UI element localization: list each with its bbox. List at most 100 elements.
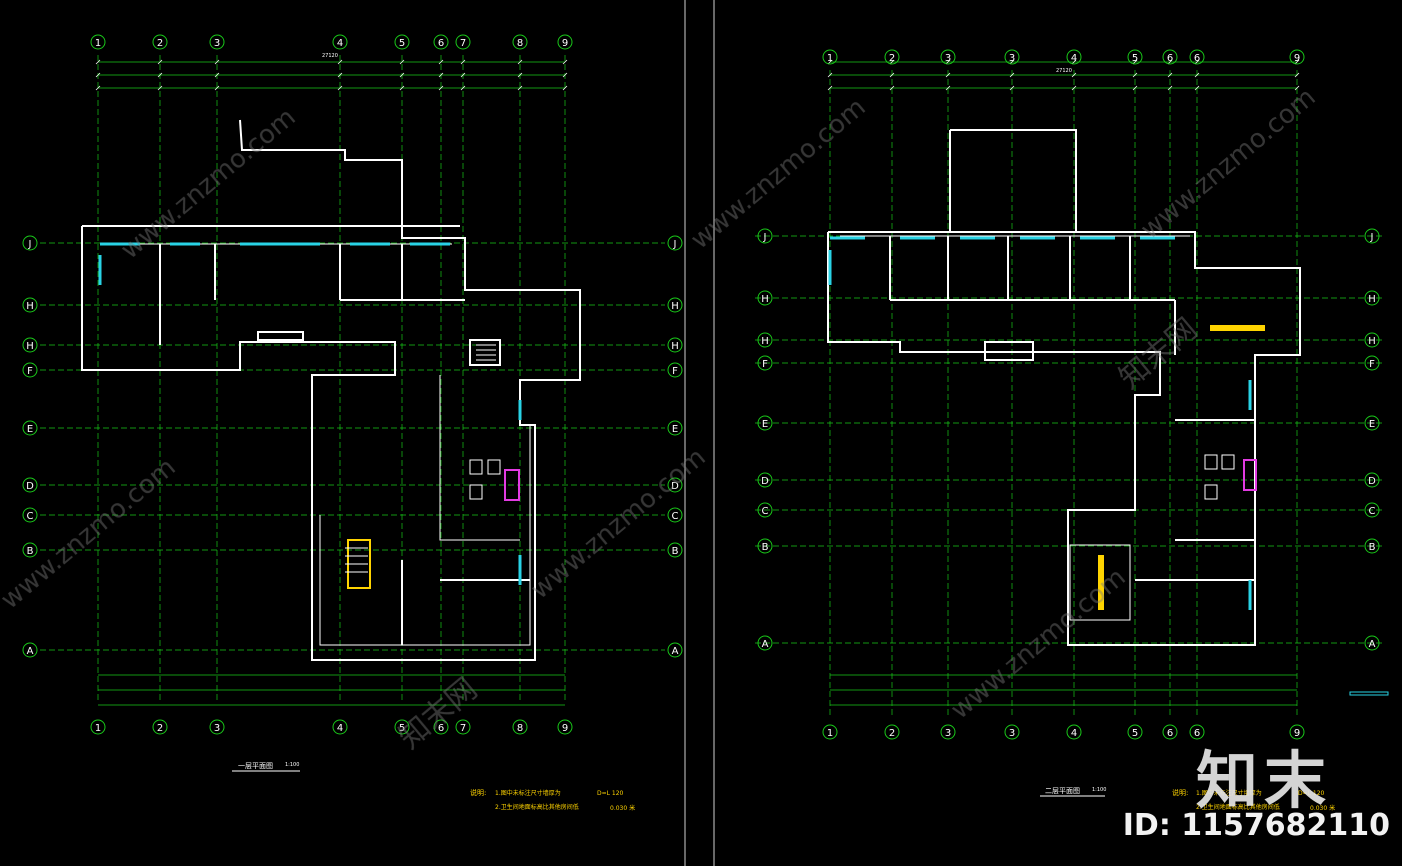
axis-label: 3 (1009, 728, 1015, 739)
axis-bubble (22, 642, 38, 658)
axis-label: H (1368, 294, 1376, 305)
axis-label: 2 (889, 728, 895, 739)
axis-label: 4 (1071, 728, 1077, 739)
axis-label: 2 (157, 723, 163, 734)
axis-label: H (26, 301, 34, 312)
left-windows (98, 242, 522, 585)
left-note-value-1: D=L 120 (597, 790, 624, 797)
axis-label: H (671, 341, 679, 352)
axis-bubble (1364, 538, 1380, 554)
axis-bubble (667, 507, 683, 523)
axis-bubble (884, 724, 900, 740)
axis-label: C (672, 511, 679, 522)
axis-bubble (22, 477, 38, 493)
axis-label: 7 (460, 723, 466, 734)
axis-bubble (22, 337, 38, 353)
axis-bubble (557, 34, 573, 50)
axis-label: E (762, 419, 768, 430)
axis-label: 4 (337, 723, 343, 734)
axis-bubble (1004, 49, 1020, 65)
axis-label: 8 (517, 38, 523, 49)
axis-bubble (1364, 502, 1380, 518)
axis-bubble (209, 34, 225, 50)
axis-label: 3 (214, 723, 220, 734)
axis-label: F (1369, 359, 1375, 370)
axis-label: J (763, 232, 767, 243)
axis-bubble (22, 297, 38, 313)
axis-bubble (209, 719, 225, 735)
axis-label: H (26, 341, 34, 352)
left-plan-title: 一层平面图 (238, 762, 273, 770)
axis-label: 1 (95, 38, 101, 49)
axis-bubble (1189, 724, 1205, 740)
axis-bubble (1162, 724, 1178, 740)
axis-label: A (762, 639, 769, 650)
axis-bubble (757, 472, 773, 488)
watermarks: www.znzmo.com www.znzmo.com www.znzmo.co… (0, 82, 1322, 756)
axis-label: 4 (1071, 53, 1077, 64)
right-note-2: 2.卫生间地面标高比其他房间低 (1196, 803, 1280, 811)
axis-label: A (1369, 639, 1376, 650)
axis-bubble (940, 49, 956, 65)
axis-bubble (152, 34, 168, 50)
axis-label: F (762, 359, 768, 370)
axis-label: D (1368, 476, 1376, 487)
left-plan-scale: 1:100 (285, 762, 299, 768)
axis-label: B (762, 542, 769, 553)
right-notes-label: 说明: (1172, 788, 1188, 797)
axis-bubble (22, 542, 38, 558)
axis-bubble (1364, 355, 1380, 371)
axis-label: 9 (1294, 728, 1300, 739)
axis-bubble (1364, 332, 1380, 348)
right-windows (828, 236, 1252, 610)
axis-bubble (1364, 228, 1380, 244)
axis-bubble (940, 724, 956, 740)
axis-label: 3 (945, 53, 951, 64)
axis-label: E (1369, 419, 1375, 430)
axis-bubble (757, 538, 773, 554)
axis-bubble (757, 332, 773, 348)
axis-bubble (757, 415, 773, 431)
axis-label: J (1370, 232, 1374, 243)
axis-label: 2 (889, 53, 895, 64)
axis-label: 3 (945, 728, 951, 739)
axis-label: 6 (1167, 53, 1173, 64)
axis-bubble (1189, 49, 1205, 65)
axis-bubble (667, 362, 683, 378)
axis-label: F (672, 366, 678, 377)
image-id-label: ID: 1157682110 (1122, 808, 1390, 843)
axis-bubble (757, 502, 773, 518)
axis-label: 6 (438, 723, 444, 734)
axis-label: 9 (562, 38, 568, 49)
right-stairs (1098, 325, 1265, 610)
axis-label: C (27, 511, 34, 522)
brand-logo: 知末 (1195, 744, 1332, 817)
axis-label: H (761, 336, 769, 347)
axis-bubble (512, 719, 528, 735)
left-note-value-2: 0.030 米 (610, 804, 635, 812)
right-plan-scale: 1:100 (1092, 787, 1106, 793)
right-building-walls (827, 129, 1301, 646)
axis-label: B (1369, 542, 1376, 553)
right-fixtures (1204, 454, 1257, 500)
axis-bubble (1162, 49, 1178, 65)
axis-label: 9 (1294, 53, 1300, 64)
axis-bubble (667, 235, 683, 251)
axis-bubble (90, 34, 106, 50)
axis-bubble (90, 719, 106, 735)
watermark-3: www.znzmo.com (1135, 82, 1321, 245)
axis-label: 6 (438, 38, 444, 49)
left-notes-label: 说明: (470, 788, 486, 797)
axis-bubble (667, 337, 683, 353)
axis-label: 4 (337, 38, 343, 49)
right-note-value-1: D=L 120 (1298, 790, 1325, 797)
right-note-value-2: 0.030 米 (1310, 804, 1335, 812)
axis-bubble (1127, 49, 1143, 65)
axis-bubble (22, 420, 38, 436)
axis-bubble (1127, 724, 1143, 740)
axis-bubble (757, 228, 773, 244)
watermark-4: www.znzmo.com (0, 452, 182, 615)
